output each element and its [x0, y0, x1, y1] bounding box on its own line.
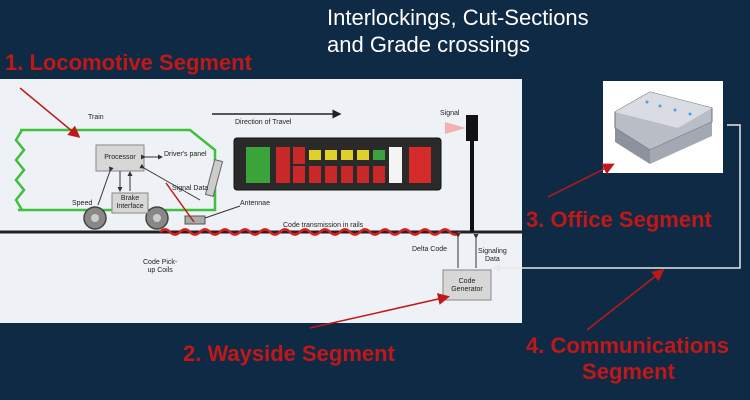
office-pointer — [547, 163, 615, 198]
wheel-icon — [83, 206, 107, 230]
code-generator-box — [442, 269, 492, 301]
signal-data-label: Signal Data — [172, 185, 209, 192]
code-pickup-line-1: Code Pick- — [143, 259, 178, 266]
signal-label: Signal — [440, 110, 460, 117]
code-generator-label: Code Generator — [443, 278, 491, 294]
wayside-pointer — [309, 293, 450, 329]
signaling-line-2: Data — [485, 256, 500, 263]
office-building-icon — [614, 91, 713, 164]
brake-line-1: Brake — [120, 195, 140, 202]
code-transmission-label: Code transmission in rails — [283, 222, 364, 229]
code-pickup-line-2: up Coils — [147, 267, 173, 274]
antennae-device — [184, 215, 206, 225]
office-link-line — [492, 124, 741, 269]
wayside-segment-label: 2. Wayside Segment — [183, 341, 395, 366]
communications-line-1: 4. Communications — [526, 333, 729, 358]
locomotive-segment-label: 1. Locomotive Segment — [5, 50, 252, 75]
train-label: Train — [88, 114, 104, 121]
antennae-label: Antennae — [240, 200, 270, 207]
train-zigzag — [14, 129, 26, 211]
communications-segment-label: 4. Communications Segment — [505, 333, 750, 385]
drivers-panel-label: Driver's panel — [164, 151, 207, 158]
processor-label: Processor — [104, 154, 136, 161]
code-transmission-wave — [159, 228, 461, 236]
signaling-data-label: Signaling Data — [478, 248, 507, 264]
office-segment-label: 3. Office Segment — [526, 207, 712, 232]
speed-label: Speed — [72, 200, 93, 207]
locomotive-pointer — [19, 87, 81, 138]
signaling-line-1: Signaling — [478, 248, 507, 255]
diagram-panel — [0, 79, 522, 323]
title-line-2: and Grade crossings — [327, 32, 530, 57]
brake-line-2: Interface — [116, 203, 144, 210]
diagram-title: Interlockings, Cut-Sections and Grade cr… — [327, 4, 747, 58]
signal-mast-icon — [445, 115, 478, 232]
direction-label: Direction of Travel — [235, 119, 292, 126]
drivers-panel-device — [204, 158, 224, 198]
brake-interface-box — [111, 192, 149, 214]
title-line-1: Interlockings, Cut-Sections — [327, 5, 589, 30]
cab-display-icon — [233, 137, 442, 191]
code-gen-line-2: Generator — [451, 286, 483, 293]
wheel-icon — [145, 206, 169, 230]
delta-code-label: Delta Code — [412, 246, 448, 253]
communications-pointer — [586, 269, 665, 331]
code-gen-line-1: Code — [458, 278, 476, 285]
code-pickup-label: Code Pick- up Coils — [143, 259, 177, 275]
communications-line-2: Segment — [582, 359, 675, 384]
brake-interface-label: Brake Interface — [112, 195, 148, 211]
